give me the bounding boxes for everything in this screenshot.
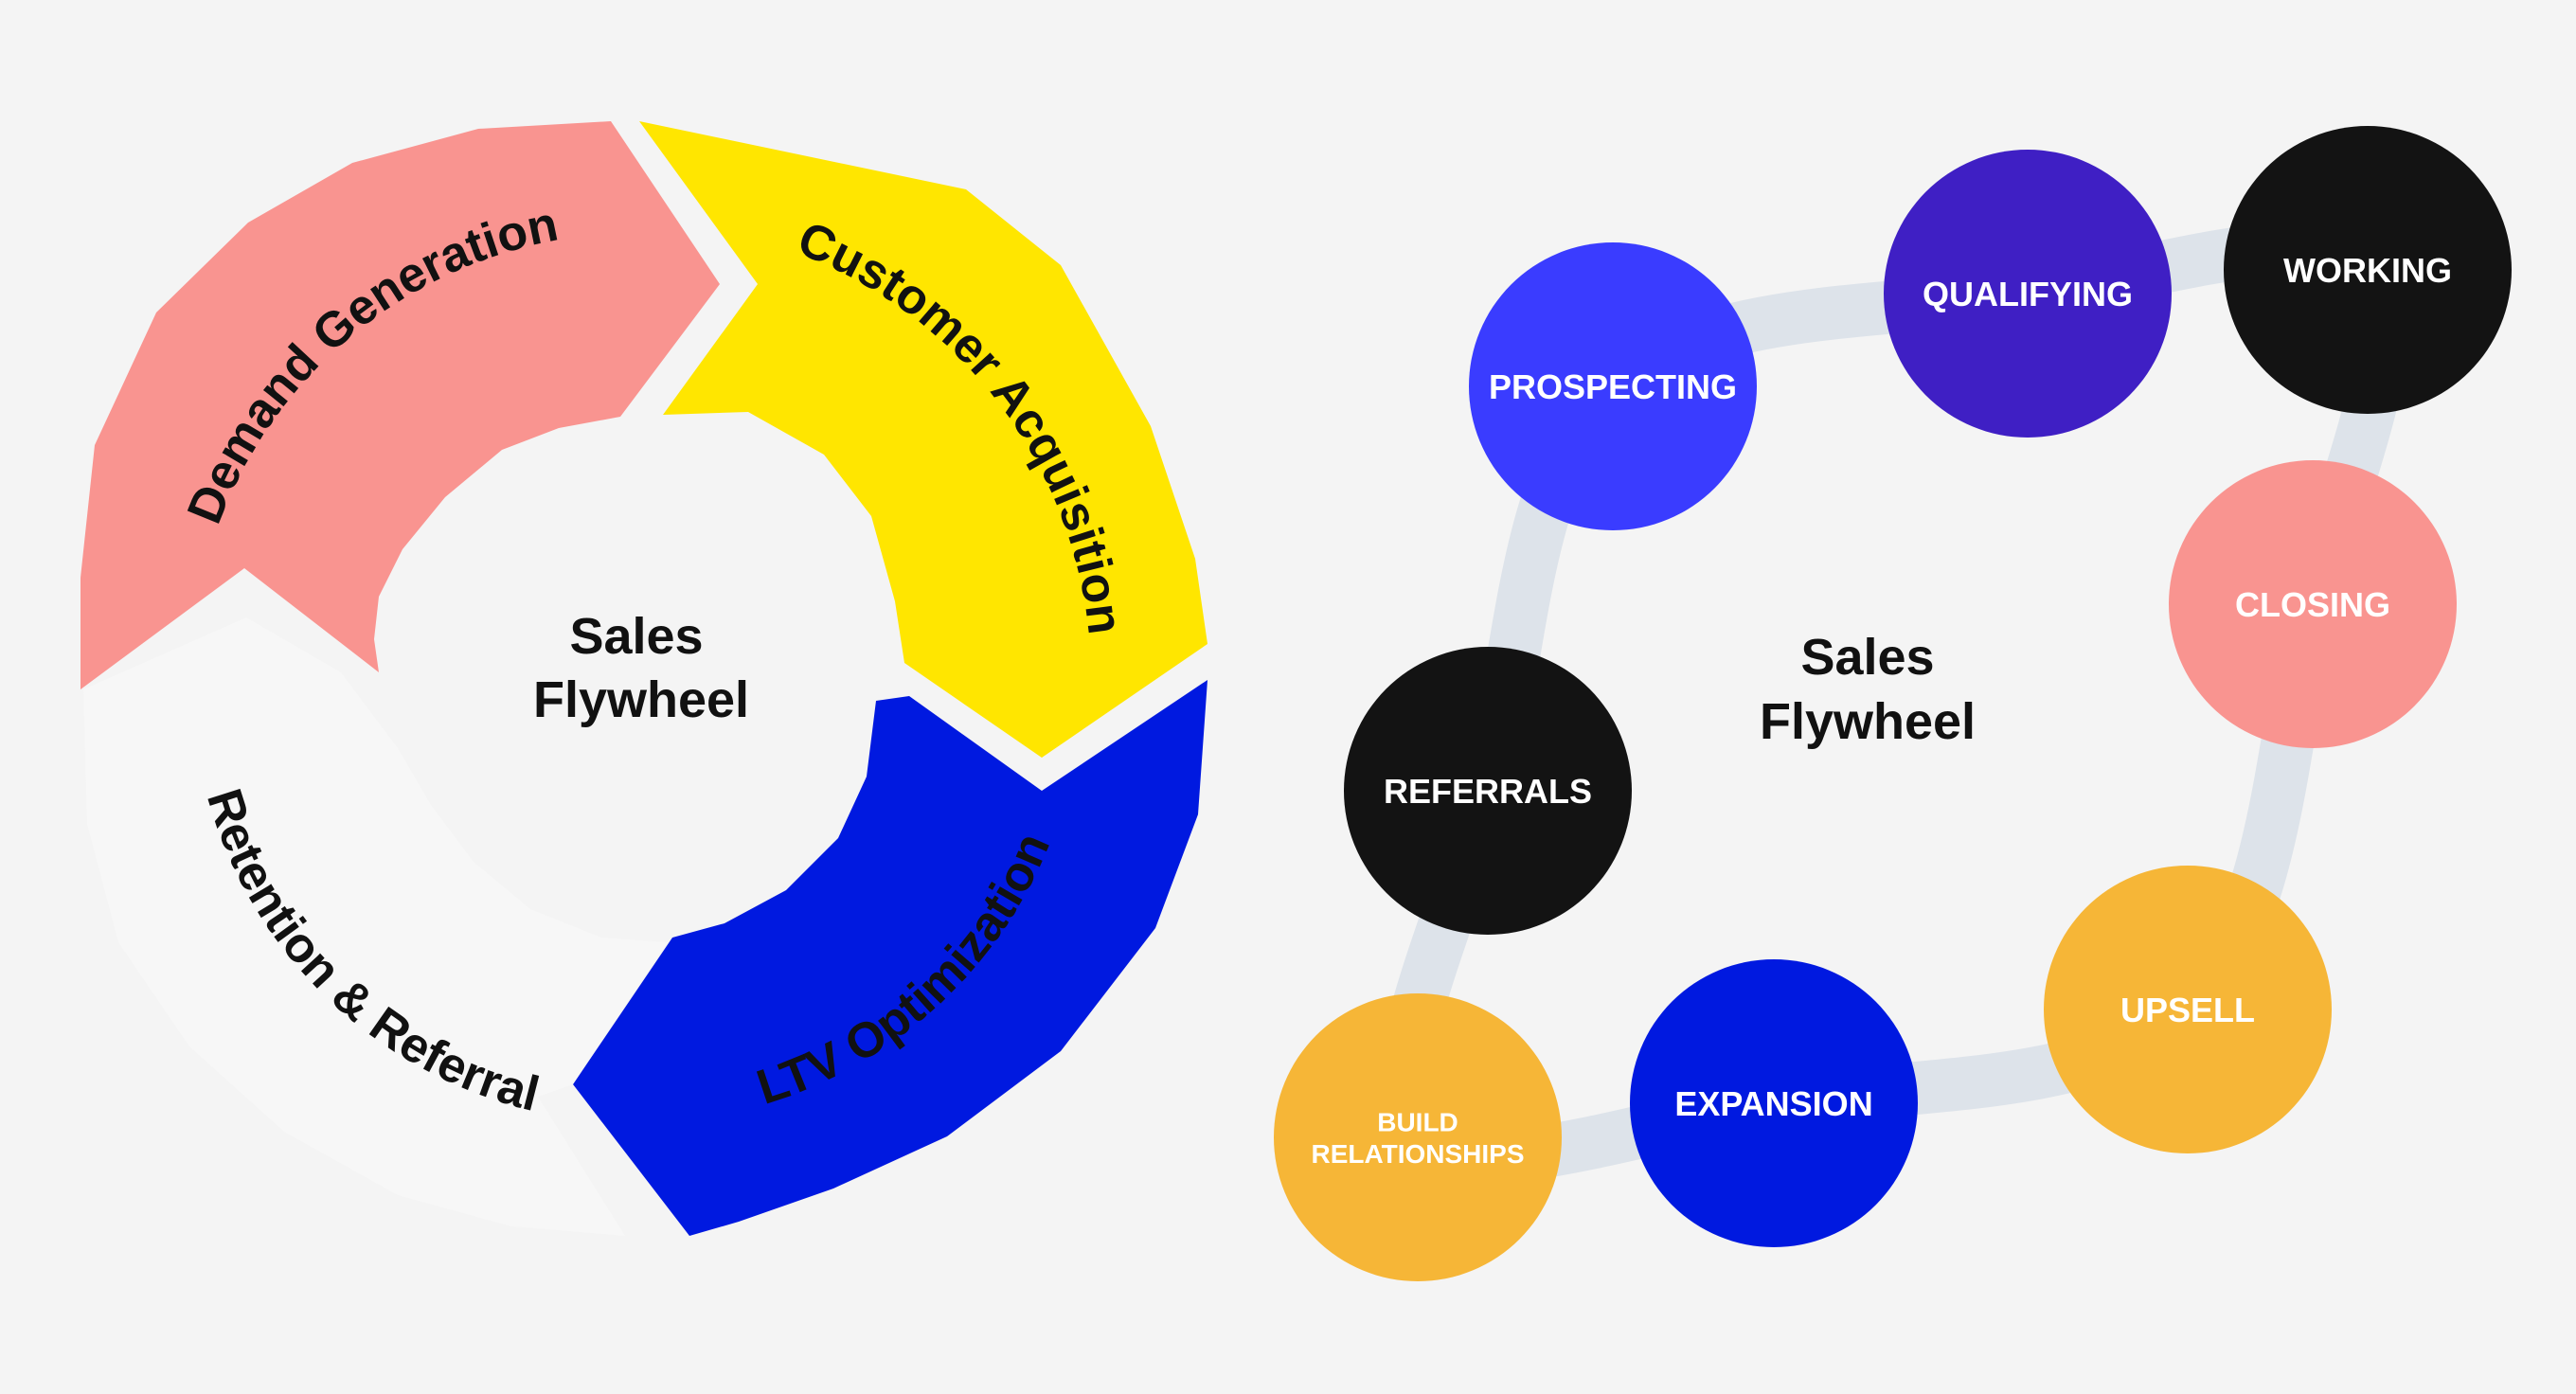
node-label-working: WORKING: [2283, 251, 2452, 290]
node-prospecting: PROSPECTING: [1469, 242, 1757, 530]
node-label-closing: CLOSING: [2235, 585, 2390, 624]
segment-ltv-optimization: [573, 680, 1208, 1236]
node-expansion: EXPANSION: [1630, 959, 1918, 1247]
node-closing: CLOSING: [2169, 460, 2457, 748]
node-qualifying: QUALIFYING: [1884, 150, 2172, 438]
node-label-qualifying: QUALIFYING: [1923, 275, 2133, 313]
segment-retention-referral: [83, 617, 668, 1236]
node-circle-referrals: [1344, 647, 1632, 935]
node-referrals: REFERRALS: [1344, 647, 1632, 935]
segment-demand-generation: [80, 121, 720, 689]
node-circle-expansion: [1630, 959, 1918, 1247]
right-process-loop: PROSPECTING QUALIFYING WORKING CLOSING UPSEL…: [1274, 126, 2512, 1281]
right-center-title-line2: Flywheel: [1760, 693, 1976, 750]
node-label-build-relationships-1: BUILD: [1377, 1107, 1458, 1136]
node-label-expansion: EXPANSION: [1674, 1084, 1872, 1123]
node-circle-prospecting: [1469, 242, 1757, 530]
node-build-relationships: BUILD RELATIONSHIPS: [1274, 993, 1562, 1281]
node-circle-upsell: [2044, 866, 2332, 1153]
node-label-build-relationships-2: RELATIONSHIPS: [1311, 1139, 1524, 1169]
node-circle-working: [2224, 126, 2512, 414]
node-working: WORKING: [2224, 126, 2512, 414]
left-center-title-line2: Flywheel: [533, 671, 749, 728]
node-label-upsell: UPSELL: [2120, 991, 2255, 1029]
node-circle-closing: [2169, 460, 2457, 748]
node-circle-build-relationships: [1274, 993, 1562, 1281]
right-center-title-line1: Sales: [1800, 629, 1934, 686]
node-upsell: UPSELL: [2044, 866, 2332, 1153]
node-circle-qualifying: [1884, 150, 2172, 438]
segment-customer-acquisition: [639, 121, 1208, 758]
node-label-referrals: REFERRALS: [1384, 772, 1592, 811]
left-center-title-line1: Sales: [569, 608, 703, 665]
node-label-prospecting: PROSPECTING: [1489, 367, 1737, 406]
